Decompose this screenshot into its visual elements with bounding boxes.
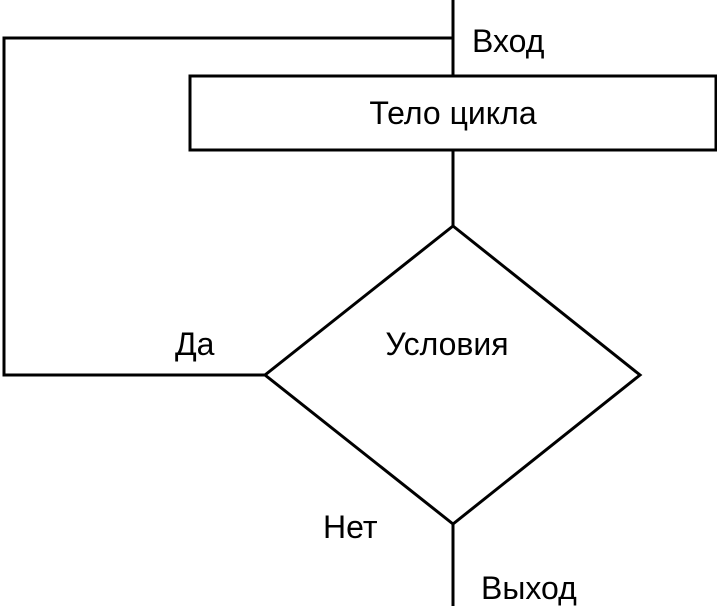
loop-body-label: Тело цикла (369, 95, 536, 131)
yes-label: Да (175, 326, 215, 362)
entry-label: Вход (472, 23, 545, 59)
no-label: Нет (323, 509, 378, 545)
loop-body-box (188, 74, 717, 152)
exit-label: Выход (481, 570, 577, 606)
yes-return-path (2, 36, 455, 377)
condition-diamond (262, 224, 643, 526)
condition-label: Условия (385, 326, 508, 362)
